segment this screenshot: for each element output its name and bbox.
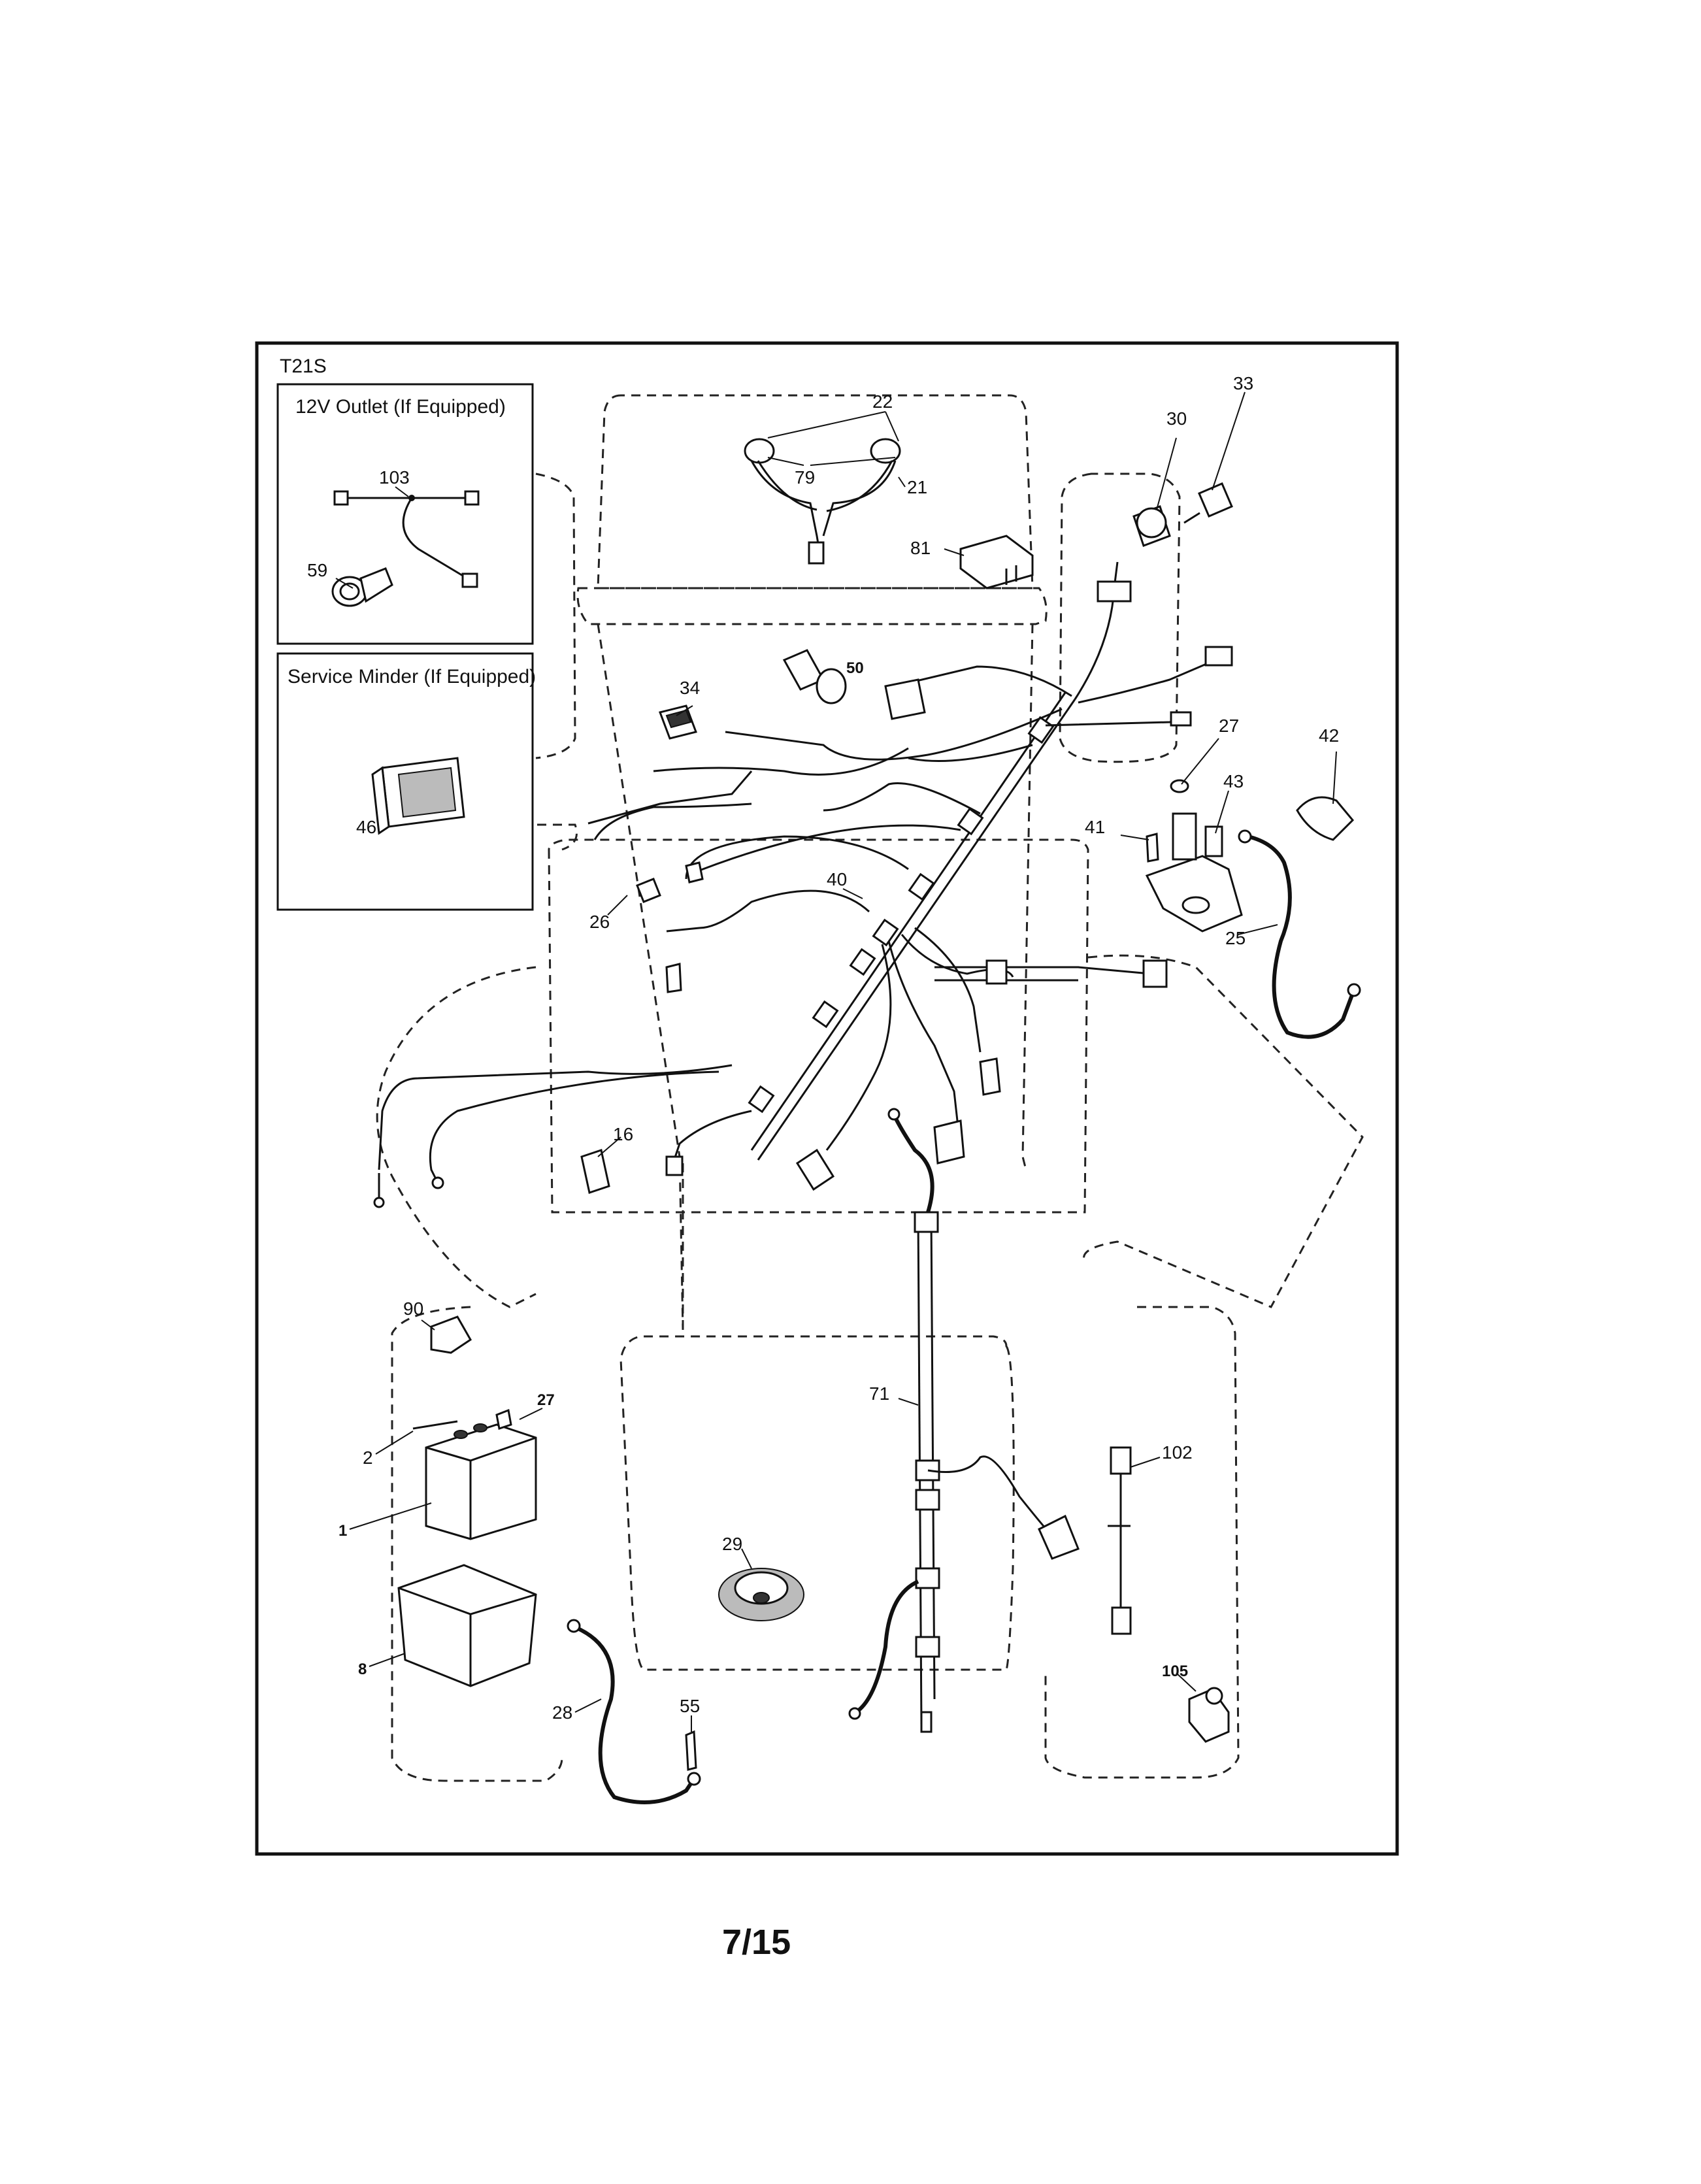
callout-1: 1 (339, 1522, 347, 1540)
callout-50: 50 (846, 659, 864, 677)
callout-16: 16 (613, 1124, 633, 1144)
callout-21: 21 (907, 477, 927, 497)
callout-41: 41 (1085, 817, 1105, 837)
callout-42: 42 (1319, 725, 1339, 746)
pto-clutch (718, 1568, 804, 1621)
callout-30: 30 (1166, 408, 1187, 429)
frame-code: T21S (280, 356, 327, 377)
callout-labels: 22 79 21 33 30 81 103 59 50 34 27 42 43 … (307, 373, 1339, 1723)
callout-102: 102 (1162, 1442, 1193, 1463)
callout-40: 40 (827, 869, 847, 889)
callout-26: 26 (589, 912, 610, 932)
callout-25: 25 (1225, 928, 1246, 948)
callout-27-upper: 27 (1219, 716, 1239, 736)
inset-service-minder-title: Service Minder (If Equipped) (288, 666, 536, 687)
battery-group (397, 1315, 537, 1687)
ground-cable-group (567, 1619, 701, 1804)
callout-90: 90 (403, 1299, 423, 1319)
callout-46: 46 (356, 817, 376, 837)
page-number: 7/15 (722, 1923, 791, 1962)
callout-33: 33 (1233, 373, 1253, 393)
callout-leaders (335, 391, 1337, 1732)
main-harness (373, 561, 1233, 1208)
rear-harness (848, 1108, 1080, 1733)
callout-43: 43 (1223, 771, 1244, 791)
callout-55: 55 (680, 1696, 700, 1716)
callout-79: 79 (795, 467, 815, 488)
callout-71: 71 (869, 1383, 889, 1404)
callout-27-lower: 27 (537, 1391, 555, 1409)
diagram-frame (255, 341, 1399, 1856)
inset-service-minder: Service Minder (If Equipped) (276, 652, 536, 911)
callout-59: 59 (307, 560, 327, 580)
callout-29: 29 (722, 1534, 742, 1554)
starter-solenoid-group (1145, 779, 1361, 1039)
callout-105: 105 (1162, 1663, 1188, 1680)
misc-switches (580, 649, 1001, 1194)
callout-81: 81 (910, 538, 931, 558)
callout-8: 8 (358, 1661, 367, 1678)
ignition-switch-part (1132, 482, 1233, 547)
relay-part (959, 535, 1034, 589)
seat-switch-group (1108, 1446, 1230, 1743)
inset-12v-outlet-title: 12V Outlet (If Equipped) (295, 396, 506, 418)
callout-2: 2 (363, 1448, 373, 1468)
callout-103: 103 (379, 467, 410, 488)
chassis-outline (376, 394, 1364, 1782)
callout-28: 28 (552, 1702, 572, 1723)
callout-22: 22 (872, 391, 893, 412)
headlight-harness (744, 438, 901, 565)
inset-12v-outlet: 12V Outlet (If Equipped) (276, 383, 534, 645)
callout-34: 34 (680, 678, 700, 698)
